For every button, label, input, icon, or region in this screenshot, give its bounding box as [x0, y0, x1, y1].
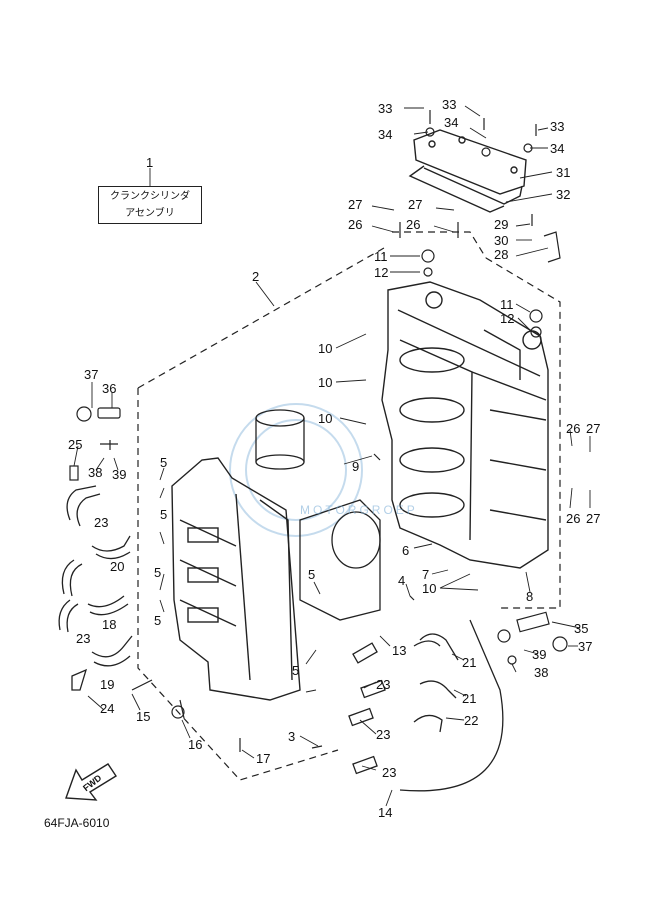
head-cover: [408, 129, 527, 213]
callout-1: 1: [146, 155, 154, 170]
callout-10: 10: [318, 411, 333, 426]
callout-34: 34: [378, 127, 393, 142]
watermark-logo: [229, 403, 363, 537]
callout-33: 33: [550, 119, 565, 134]
callout-5: 5: [154, 565, 162, 580]
callout-20: 20: [110, 559, 125, 574]
callout-10: 10: [318, 375, 333, 390]
hoses-right: [348, 619, 504, 792]
callout-18: 18: [102, 617, 117, 632]
assembly-name-line2: アセンブリ: [125, 208, 175, 219]
callout-26: 26: [566, 421, 581, 436]
callout-24: 24: [100, 701, 115, 716]
callout-2: 2: [252, 269, 260, 284]
callout-33: 33: [378, 101, 393, 116]
callout-8: 8: [526, 589, 534, 604]
callout-7: 7: [422, 567, 430, 582]
callout-36: 36: [102, 381, 117, 396]
callout-25: 25: [68, 437, 83, 452]
cylinder-block: [381, 281, 549, 569]
callout-38: 38: [534, 665, 549, 680]
callout-27: 27: [408, 197, 423, 212]
callout-12: 12: [374, 265, 389, 280]
assembly-name-line1: クランクシリンダ: [110, 191, 190, 202]
callout-31: 31: [556, 165, 571, 180]
callout-26: 26: [406, 217, 421, 232]
leader-lines: [73, 105, 591, 807]
callout-38: 38: [88, 465, 103, 480]
callout-23: 23: [376, 677, 391, 692]
callout-5: 5: [308, 567, 316, 582]
hoses-left: [58, 485, 133, 691]
callout-5: 5: [160, 455, 168, 470]
cylinder-sleeve: [255, 409, 381, 621]
callout-5: 5: [154, 613, 162, 628]
callout-4: 4: [398, 573, 406, 588]
callout-27: 27: [348, 197, 363, 212]
callout-23: 23: [376, 727, 391, 742]
callout-34: 34: [444, 115, 459, 130]
callout-17: 17: [256, 751, 271, 766]
callout-19: 19: [100, 677, 115, 692]
assembly-name-box: クランクシリンダ アセンブリ: [98, 186, 202, 224]
callout-5: 5: [292, 663, 300, 678]
callout-12: 12: [500, 311, 515, 326]
callout-23: 23: [76, 631, 91, 646]
callout-21: 21: [462, 691, 477, 706]
callout-28: 28: [494, 247, 509, 262]
callout-27: 27: [586, 511, 601, 526]
callout-32: 32: [556, 187, 571, 202]
callout-9: 9: [352, 459, 360, 474]
callout-21: 21: [462, 655, 477, 670]
callout-14: 14: [378, 805, 393, 820]
callout-15: 15: [136, 709, 151, 724]
watermark-text: MOTORGROEP: [300, 503, 418, 517]
callout-11: 11: [500, 297, 514, 312]
callout-39: 39: [112, 467, 127, 482]
callout-39: 39: [532, 647, 547, 662]
assembly-boundary: [137, 231, 561, 781]
callout-5: 5: [160, 507, 168, 522]
small-parts: [69, 110, 568, 752]
diagram-code: 64FJA-6010: [44, 816, 110, 830]
callout-23: 23: [94, 515, 109, 530]
callout-11: 11: [374, 249, 388, 264]
callout-6: 6: [402, 543, 410, 558]
callout-23: 23: [382, 765, 397, 780]
callout-10: 10: [422, 581, 437, 596]
callout-35: 35: [574, 621, 589, 636]
exhaust-cover: [171, 457, 301, 701]
callout-29: 29: [494, 217, 509, 232]
callout-13: 13: [392, 643, 407, 658]
callout-37: 37: [578, 639, 593, 654]
callout-16: 16: [188, 737, 203, 752]
callout-3: 3: [288, 729, 296, 744]
callout-30: 30: [494, 233, 509, 248]
callout-10: 10: [318, 341, 333, 356]
forward-arrow-icon: [65, 763, 117, 801]
callout-27: 27: [586, 421, 601, 436]
callout-22: 22: [464, 713, 479, 728]
callout-33: 33: [442, 97, 457, 112]
callout-34: 34: [550, 141, 565, 156]
callout-37: 37: [84, 367, 99, 382]
callout-26: 26: [348, 217, 363, 232]
callout-26: 26: [566, 511, 581, 526]
